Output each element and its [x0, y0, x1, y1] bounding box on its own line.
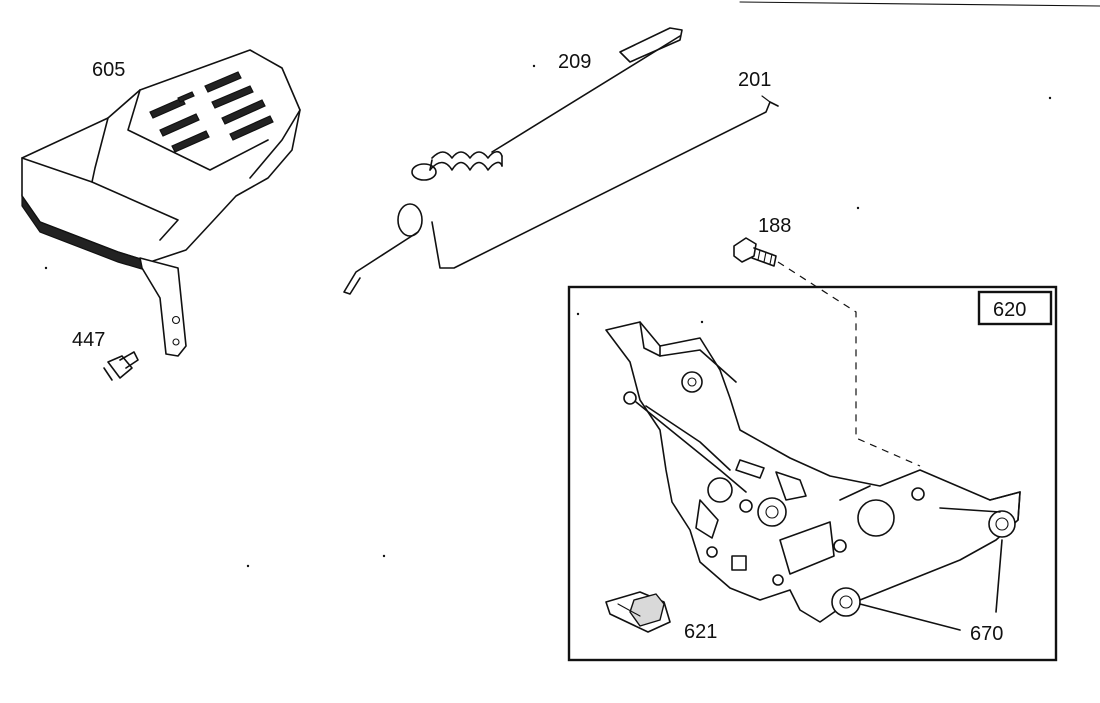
leader-188	[777, 261, 921, 467]
assembly-620-box	[567, 285, 1058, 662]
leader-670-a	[859, 603, 961, 631]
part-621-clip	[605, 591, 671, 633]
label-605: 605	[92, 59, 125, 81]
scan-specks	[44, 1, 1100, 568]
part-201-link-rod	[343, 95, 779, 295]
leader-670-b	[995, 539, 1003, 613]
label-621: 621	[684, 621, 717, 643]
governor-control-bracket	[605, 321, 1021, 623]
label-620: 620	[993, 299, 1026, 321]
part-188-bolt	[733, 237, 777, 267]
label-447: 447	[72, 329, 105, 351]
label-209: 209	[558, 51, 591, 73]
label-201: 201	[738, 69, 771, 91]
label-670: 670	[970, 623, 1003, 645]
vent-slots	[149, 71, 274, 153]
part-209-spring	[411, 27, 683, 181]
label-188: 188	[758, 215, 791, 237]
part-447-screw	[103, 351, 139, 381]
part-605-cover	[21, 49, 301, 357]
assembly-620-tag	[977, 290, 1053, 326]
